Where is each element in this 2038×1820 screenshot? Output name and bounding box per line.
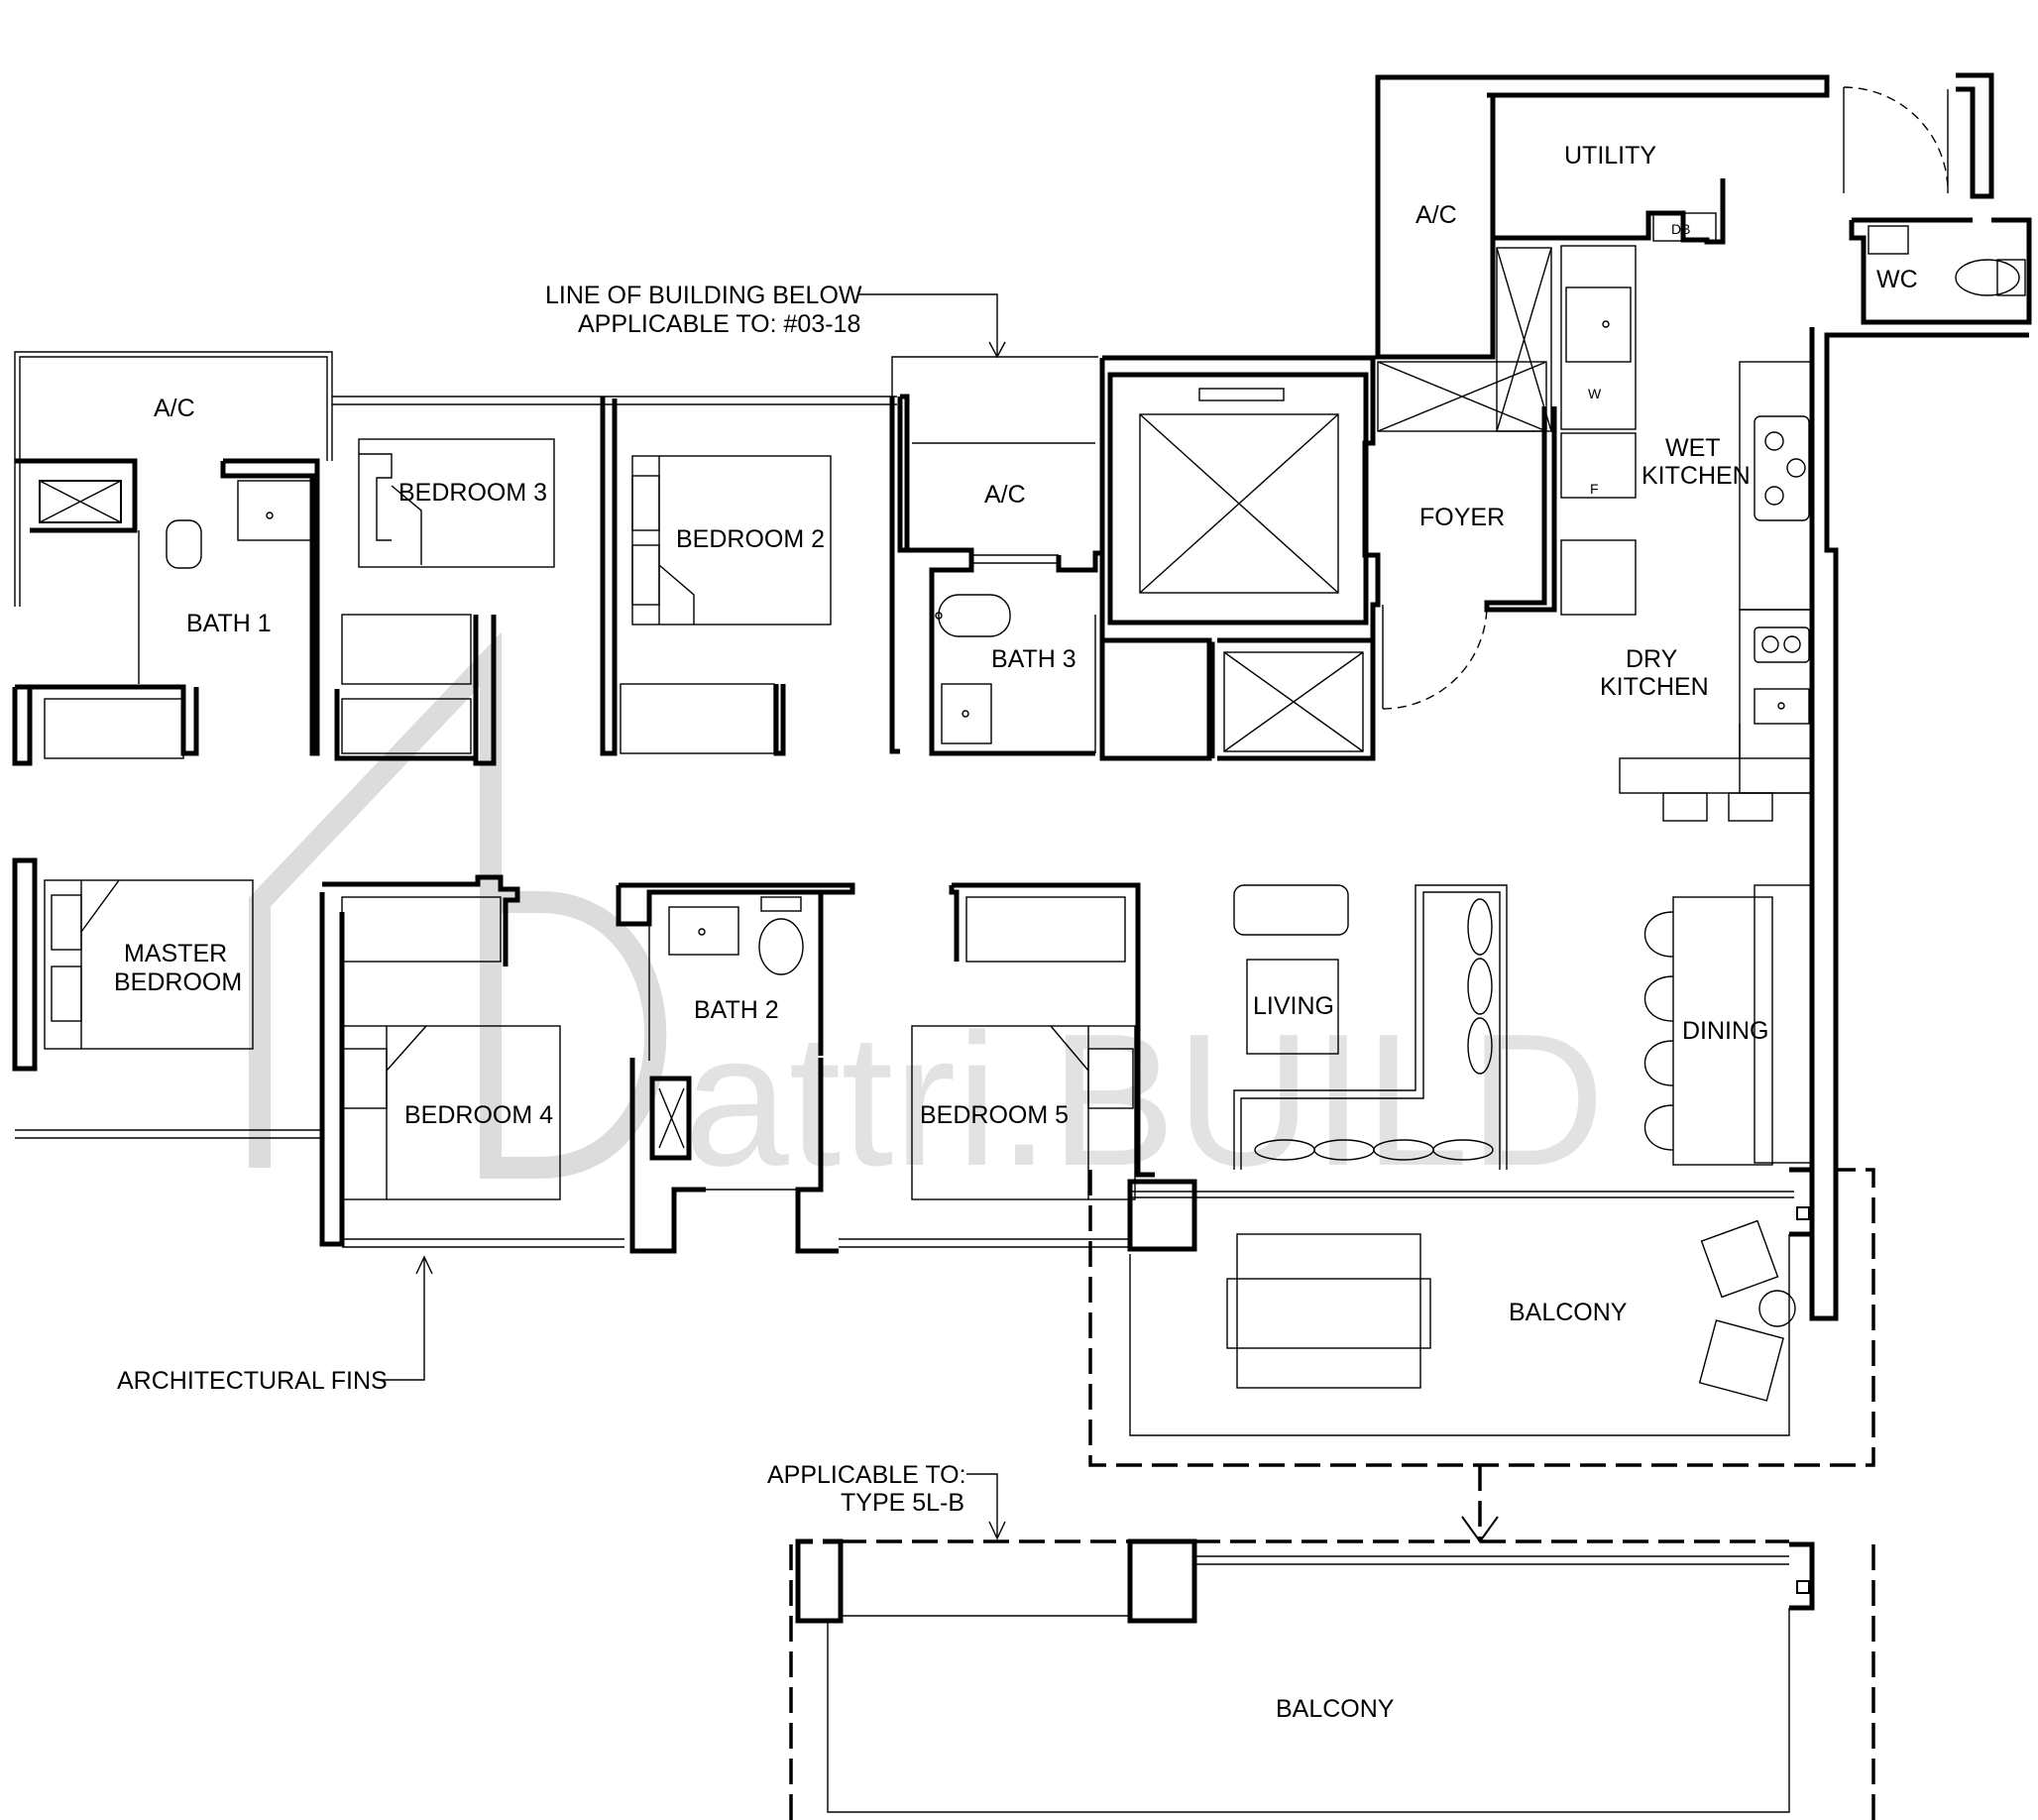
dashed-balconies [789, 1168, 1875, 1820]
watermark: attri.BUILD [249, 631, 1605, 1205]
label-dry: DRY [1626, 645, 1678, 673]
label-foyer: FOYER [1419, 504, 1505, 531]
label-fridge: F [1590, 481, 1599, 497]
room-labels: UTILITY A/C DB WC A/C BEDROOM 3 BEDROOM … [114, 142, 1918, 1723]
label-ac-left: A/C [154, 395, 195, 422]
note-building-below-2: APPLICABLE TO: #03-18 [578, 310, 860, 338]
label-washer: W [1588, 386, 1602, 401]
label-ac-top: A/C [1415, 201, 1457, 229]
label-ac-mid: A/C [984, 481, 1026, 509]
label-wet-kitchen: KITCHEN [1642, 462, 1751, 490]
label-db: DB [1671, 221, 1690, 237]
label-balcony: BALCONY [1509, 1299, 1628, 1326]
label-bedroom5: BEDROOM 5 [920, 1101, 1069, 1129]
note-type-2: TYPE 5L-B [841, 1489, 964, 1517]
label-dining: DINING [1682, 1017, 1769, 1045]
label-dry-kitchen: KITCHEN [1600, 673, 1709, 701]
note-type-1: APPLICABLE TO: [767, 1461, 966, 1489]
label-bedroom3: BEDROOM 3 [398, 479, 547, 507]
label-bath2: BATH 2 [694, 996, 779, 1024]
label-master: MASTER [124, 940, 227, 967]
walls [12, 72, 2032, 1624]
leaders [377, 293, 1006, 1540]
label-master-bedroom: BEDROOM [114, 968, 242, 996]
label-living: LIVING [1253, 992, 1334, 1020]
watermark-text: attri.BUILD [684, 995, 1605, 1205]
label-wc: WC [1876, 266, 1918, 293]
label-bath1: BATH 1 [186, 610, 272, 637]
fixtures [14, 86, 2026, 1813]
label-bedroom2: BEDROOM 2 [676, 525, 825, 553]
label-bedroom4: BEDROOM 4 [404, 1101, 553, 1129]
notes: LINE OF BUILDING BELOW APPLICABLE TO: #0… [117, 282, 966, 1517]
label-balcony-alt: BALCONY [1276, 1695, 1395, 1723]
label-wet: WET [1665, 434, 1721, 462]
note-fins: ARCHITECTURAL FINS [117, 1367, 388, 1395]
label-bath3: BATH 3 [991, 645, 1076, 673]
note-building-below-1: LINE OF BUILDING BELOW [545, 282, 862, 309]
label-utility: UTILITY [1564, 142, 1656, 170]
